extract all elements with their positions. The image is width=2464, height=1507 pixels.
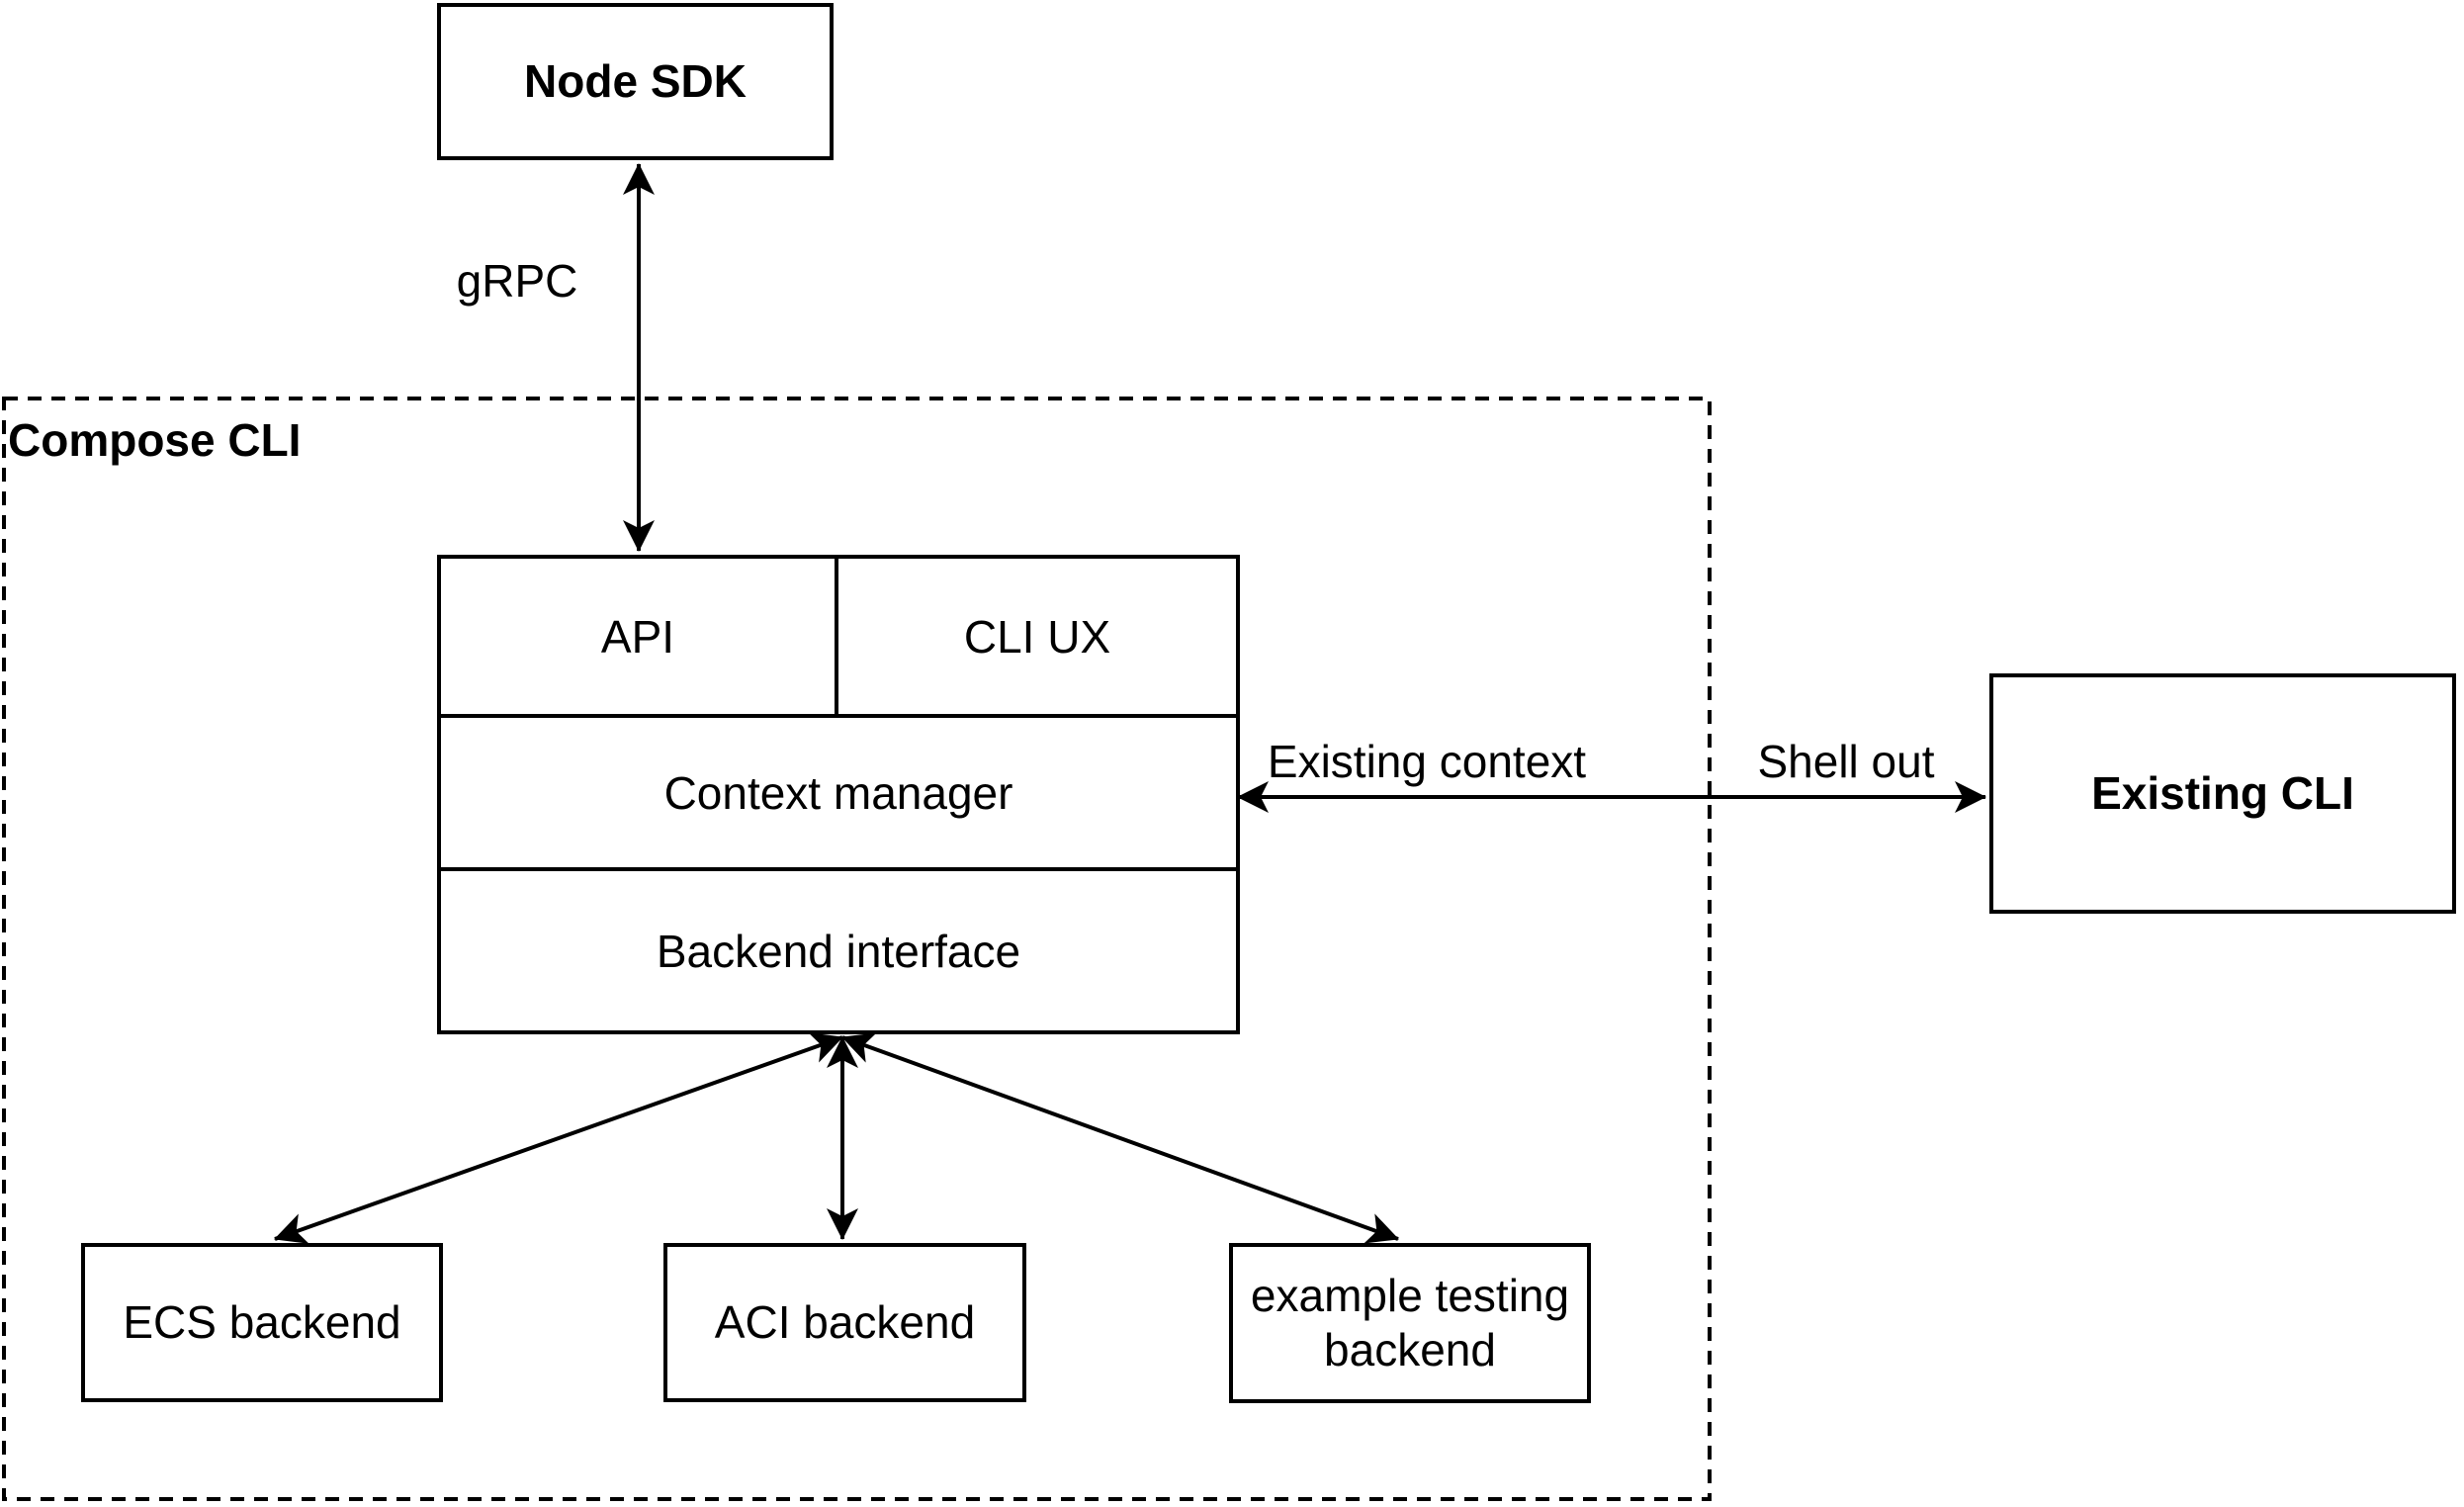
shell-out-edge-label: Shell out bbox=[1757, 736, 1935, 787]
aci-backend-box: ACI backend bbox=[663, 1243, 1026, 1402]
compose-cli-core-box: API CLI UX Context manager Backend inter… bbox=[437, 555, 1240, 1034]
api-cliux-row: API CLI UX bbox=[441, 559, 1236, 714]
cli-ux-box: CLI UX bbox=[838, 559, 1236, 714]
aci-backend-label: ACI backend bbox=[714, 1295, 976, 1348]
compose-cli-group-label: Compose CLI bbox=[8, 414, 302, 466]
node-sdk-label: Node SDK bbox=[524, 54, 747, 107]
ecs-backend-label: ECS backend bbox=[123, 1295, 401, 1348]
ecs-backend-box: ECS backend bbox=[81, 1243, 443, 1402]
node-sdk-box: Node SDK bbox=[437, 3, 834, 160]
existing-cli-label: Existing CLI bbox=[2091, 766, 2354, 819]
backend-interface-box: Backend interface bbox=[441, 867, 1236, 1030]
grpc-edge-label: gRPC bbox=[456, 255, 578, 307]
example-testing-backend-box: example testing backend bbox=[1229, 1243, 1591, 1403]
compose-cli-group-border bbox=[2, 397, 1712, 1501]
backend-to-ecs-arrow bbox=[274, 1032, 843, 1244]
backend-to-example-arrow bbox=[841, 1032, 1399, 1244]
api-label: API bbox=[600, 610, 675, 663]
existing-cli-box: Existing CLI bbox=[1989, 673, 2456, 914]
api-box: API bbox=[441, 559, 838, 714]
cli-ux-label: CLI UX bbox=[963, 610, 1111, 663]
context-manager-label: Context manager bbox=[663, 766, 1013, 819]
example-testing-backend-label: example testing backend bbox=[1250, 1269, 1570, 1375]
context-manager-box: Context manager bbox=[441, 714, 1236, 867]
backend-interface-label: Backend interface bbox=[656, 925, 1021, 977]
existing-context-edge-label: Existing context bbox=[1267, 736, 1587, 787]
